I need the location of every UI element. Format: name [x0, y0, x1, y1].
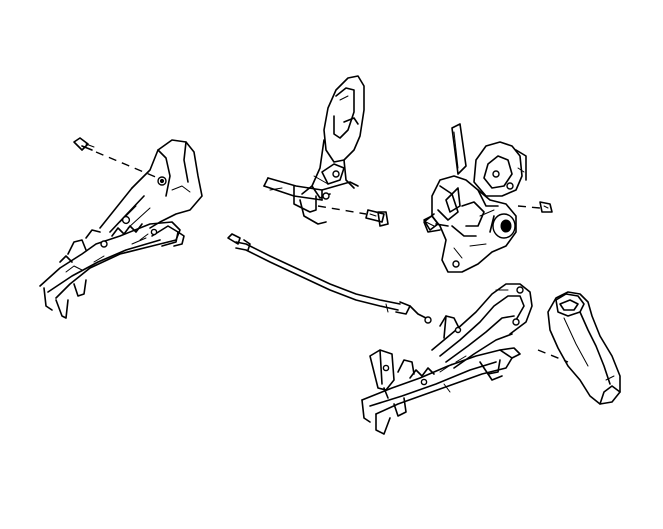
- recliner-bolt-left: [423, 215, 449, 231]
- right-seat-track-assembly: [361, 283, 533, 435]
- release-cable: [227, 233, 432, 324]
- track-cover-trim: [537, 291, 621, 405]
- left-track-bolt: [73, 137, 159, 179]
- left-seat-track-assembly: [39, 139, 203, 319]
- recliner-bolt-right: [517, 201, 553, 213]
- recliner-bracket-bolt: [317, 205, 389, 227]
- upper-recliner-bracket: [263, 75, 365, 225]
- recliner-mechanism-assembly: [423, 123, 527, 273]
